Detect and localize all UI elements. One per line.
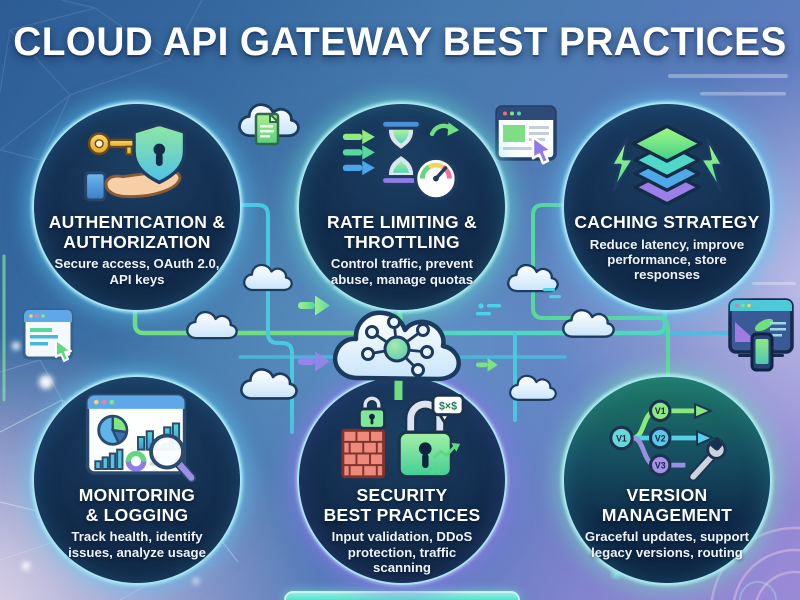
bottom-banner [284, 591, 520, 600]
layers-lightning-icon [610, 124, 724, 206]
document-icon [254, 112, 280, 146]
practice-circle-rate-limiting: RATE LIMITING &THROTTLING Control traffi… [297, 102, 507, 312]
practice-circle-monitoring: MONITORING& LOGGING Track health, identi… [32, 375, 242, 585]
hourglass-gauge-icon [342, 119, 460, 201]
version-node-label: V3 [655, 461, 666, 471]
lock-firewall-icon: $×$ [341, 393, 465, 479]
browser-window-cursor-icon [495, 105, 557, 165]
practice-title: MONITORING& LOGGING [78, 485, 196, 525]
cloud-icon [507, 263, 559, 293]
practice-circle-authentication: AUTHENTICATION &AUTHORIZATION Secure acc… [32, 102, 242, 312]
page-title: CLOUD API GATEWAY BEST PRACTICES [13, 20, 787, 64]
practice-description: Control traffic, prevent abuse, manage q… [330, 256, 474, 287]
cloud-network-hub-icon [332, 310, 461, 400]
signal-dashes-decor [476, 288, 561, 316]
cloud-icon [186, 310, 238, 340]
practice-title: AUTHENTICATION &AUTHORIZATION [48, 212, 226, 252]
practice-title: RATE LIMITING &THROTTLING [327, 212, 477, 252]
monitor-phone-icon [728, 298, 794, 372]
practice-description: Input validation, DDoS protection, traff… [331, 529, 473, 576]
version-node-label: V1 [655, 406, 666, 416]
practice-description: Reduce latency, improve performance, sto… [589, 236, 745, 283]
practice-description: Track health, identify issues, analyze u… [68, 529, 206, 560]
version-node-label: V2 [655, 433, 666, 443]
price-badge-label: $×$ [439, 400, 457, 412]
practice-description: Graceful updates, support legacy version… [584, 529, 750, 560]
practice-description: Secure access, OAuth 2.0, API keys [54, 256, 220, 287]
flow-arrow-icon [298, 351, 330, 372]
cloud-icon [240, 368, 298, 400]
version-node-label: V1 [616, 433, 627, 443]
flow-arrow-icon [476, 358, 498, 372]
browser-window-cursor-icon [22, 308, 74, 362]
flow-arrow-icon [298, 295, 330, 316]
dashboard-magnifier-icon [85, 393, 197, 483]
practice-title: CACHING STRATEGY [574, 212, 760, 232]
practice-circle-caching: CACHING STRATEGY Reduce latency, improve… [562, 102, 772, 312]
cloud-icon [243, 263, 293, 292]
cloud-icon [562, 308, 615, 338]
cloud-icon [509, 374, 557, 401]
key-shield-hand-icon [84, 122, 187, 202]
version-branch-wrench-icon: V1 V1 V2 V3 [609, 399, 727, 482]
